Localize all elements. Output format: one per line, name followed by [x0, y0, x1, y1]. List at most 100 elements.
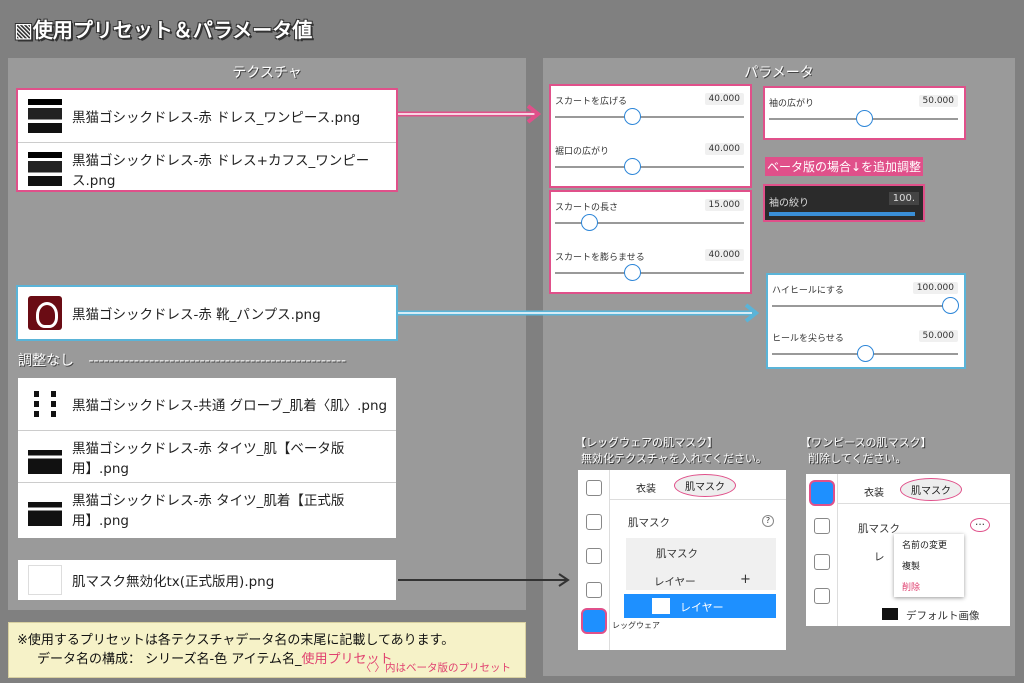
- param-value[interactable]: 40.000: [704, 143, 744, 155]
- menu-item-duplicate[interactable]: 複製: [902, 562, 921, 572]
- menu-item-delete[interactable]: 削除: [902, 583, 921, 593]
- shirt-icon[interactable]: [814, 554, 830, 570]
- param-label: 袖の広がり: [769, 99, 815, 109]
- flask-icon[interactable]: [586, 480, 602, 496]
- tab-skin-mask[interactable]: 肌マスク: [900, 478, 962, 501]
- param-slider[interactable]: ハイヒールにする 100.000: [768, 275, 964, 323]
- param-value[interactable]: 50.000: [918, 330, 958, 342]
- layer-thumbnail: [652, 598, 670, 614]
- heart-icon[interactable]: [814, 588, 830, 604]
- tab-costume[interactable]: 衣装: [864, 488, 884, 499]
- no-adjust-dashes: ----------------------------------------…: [88, 353, 347, 369]
- note-line2-highlight: 使用プリセット: [301, 652, 393, 667]
- layer-prefix: レ: [874, 551, 885, 563]
- param-value[interactable]: 40.000: [704, 249, 744, 261]
- param-slider[interactable]: スカートの長さ 15.000: [551, 192, 750, 242]
- texture-file-name: 黒猫ゴシックドレス-赤 ドレス_ワンピース.png: [72, 110, 361, 126]
- onepiece-mask-app: 衣装 肌マスク 肌マスク ··· レ 名前の変更 複製 削除 デフォルト画像: [806, 474, 1010, 626]
- tab-costume[interactable]: 衣装: [636, 484, 656, 495]
- slider-knob[interactable]: [857, 345, 874, 362]
- selected-layer[interactable]: レイヤー: [624, 594, 776, 618]
- side-label: レッグウェア: [612, 621, 660, 630]
- shirt-icon[interactable]: [586, 548, 602, 564]
- preset-note: ※使用するプリセットは各テクスチャデータ名の末尾に記載してあります。 データ名の…: [8, 622, 526, 678]
- section-skin-mask[interactable]: 肌マスク: [858, 523, 900, 535]
- param-label: ハイヒールにする: [772, 286, 844, 296]
- texture-file-row[interactable]: 黒猫ゴシックドレス-赤 ドレス+カフス_ワンピース.png: [18, 142, 396, 194]
- onepiece-mask-caption-desc: 削除してください。: [808, 452, 907, 465]
- add-icon[interactable]: +: [740, 572, 751, 587]
- beta-note: ベータ版の場合↓を追加調整: [765, 157, 924, 176]
- section-skin-mask[interactable]: 肌マスク: [628, 517, 670, 529]
- param-box-skirt-spread: スカートを広げる 40.000 裾口の広がり 40.000: [549, 84, 752, 188]
- texture-file-row[interactable]: 黒猫ゴシックドレス-共通 グローブ_肌着〈肌〉.png: [18, 378, 396, 430]
- sub-skin-mask[interactable]: 肌マスク: [656, 548, 698, 560]
- leg-mask-caption-desc: 無効化テクスチャを入れてください。: [581, 452, 767, 465]
- app-tabs: 衣装 肌マスク: [610, 470, 786, 500]
- texture-file-row[interactable]: 黒猫ゴシックドレス-赤 タイツ_肌着【正式版用】.png: [18, 482, 396, 534]
- glove-thumbnail-icon: [28, 387, 62, 421]
- texture-file-row[interactable]: 黒猫ゴシックドレス-赤 ドレス_ワンピース.png: [18, 90, 396, 142]
- shoe-thumbnail-icon: [28, 296, 62, 330]
- brush-icon[interactable]: [814, 518, 830, 534]
- param-label: スカートの長さ: [555, 203, 619, 213]
- param-slider[interactable]: スカートを膨らませる 40.000: [551, 242, 750, 292]
- param-box-skirt-length: スカートの長さ 15.000 スカートを膨らませる 40.000: [549, 190, 752, 294]
- param-value[interactable]: 100.000: [912, 282, 958, 294]
- slider-track: [555, 222, 744, 224]
- param-slider[interactable]: スカートを広げる 40.000: [551, 86, 750, 136]
- onepiece-mask-caption-title: 【ワンピースの肌マスク】: [800, 436, 932, 449]
- texture-mask-file: 肌マスク無効化tx(正式版用).png: [18, 560, 396, 600]
- texture-group-plain: 黒猫ゴシックドレス-共通 グローブ_肌着〈肌〉.png 黒猫ゴシックドレス-赤 …: [18, 378, 396, 538]
- texture-file-row[interactable]: 黒猫ゴシックドレス-赤 靴_パンプス.png: [18, 287, 396, 339]
- texture-group-shoes: 黒猫ゴシックドレス-赤 靴_パンプス.png: [16, 285, 398, 341]
- slider-knob[interactable]: [855, 110, 873, 127]
- tights-thumbnail-icon: [28, 439, 62, 474]
- texture-file-row[interactable]: 肌マスク無効化tx(正式版用).png: [18, 560, 396, 600]
- brush-icon[interactable]: [586, 514, 602, 530]
- help-icon[interactable]: ?: [762, 515, 774, 527]
- tights-thumbnail-icon: [28, 491, 62, 526]
- texture-file-name: 黒猫ゴシックドレス-赤 タイツ_肌【ベータ版用】.png: [72, 440, 345, 477]
- blue-arrow-long: [398, 303, 760, 323]
- parameter-panel-heading: パラメータ: [744, 65, 814, 81]
- more-options-icon[interactable]: ···: [970, 518, 991, 532]
- param-slider[interactable]: ヒールを尖らせる 50.000: [768, 323, 964, 371]
- param-value[interactable]: 15.000: [704, 199, 744, 211]
- no-adjust-label: 調整なし: [18, 353, 74, 369]
- texture-file-name: 肌マスク無効化tx(正式版用).png: [72, 574, 275, 590]
- param-beta-slider[interactable]: 袖の絞り 100.: [763, 184, 925, 222]
- no-adjust-divider: 調整なし -----------------------------------…: [18, 350, 346, 370]
- note-line1: ※使用するプリセットは各テクスチャデータ名の末尾に記載してあります。: [17, 633, 455, 648]
- heart-icon[interactable]: [586, 582, 602, 598]
- slider-fill: [769, 212, 915, 216]
- param-value[interactable]: 40.000: [704, 93, 744, 105]
- sub-panel: [626, 538, 776, 590]
- menu-item-rename[interactable]: 名前の変更: [902, 541, 948, 551]
- param-label: 袖の絞り: [769, 198, 809, 209]
- leg-mask-caption: 【レッグウェアの肌マスク】 無効化テクスチャを入れてください。: [575, 435, 767, 467]
- slider-knob[interactable]: [624, 264, 642, 281]
- tab-skin-mask[interactable]: 肌マスク: [674, 474, 736, 497]
- texture-file-row[interactable]: 黒猫ゴシックドレス-赤 タイツ_肌【ベータ版用】.png: [18, 430, 396, 482]
- param-value[interactable]: 100.: [888, 192, 919, 205]
- slider-track: [772, 305, 958, 307]
- page-title: ▧使用プリセット＆パラメータ値: [14, 18, 313, 42]
- param-slider[interactable]: 裾口の広がり 40.000: [551, 136, 750, 186]
- slider-knob[interactable]: [624, 108, 642, 125]
- dress-category-icon[interactable]: [809, 480, 835, 506]
- slider-knob[interactable]: [942, 297, 959, 314]
- param-label: ヒールを尖らせる: [772, 334, 844, 344]
- note-line3: 〈 〉内はベータ版のプリセット: [360, 662, 511, 674]
- param-label: スカートを膨らませる: [555, 253, 645, 263]
- texture-file-name: 黒猫ゴシックドレス-赤 ドレス+カフス_ワンピース.png: [72, 152, 370, 189]
- param-slider[interactable]: 袖の広がり 50.000: [765, 88, 964, 138]
- slider-knob[interactable]: [624, 158, 642, 175]
- slider-knob[interactable]: [580, 214, 598, 231]
- texture-file-name: 黒猫ゴシックドレス-共通 グローブ_肌着〈肌〉.png: [72, 398, 388, 414]
- dark-arrow: [398, 573, 570, 587]
- selected-layer-label: レイヤー: [680, 601, 724, 614]
- slider-track: [555, 116, 744, 118]
- param-value[interactable]: 50.000: [918, 95, 958, 107]
- legwear-icon[interactable]: [581, 608, 607, 634]
